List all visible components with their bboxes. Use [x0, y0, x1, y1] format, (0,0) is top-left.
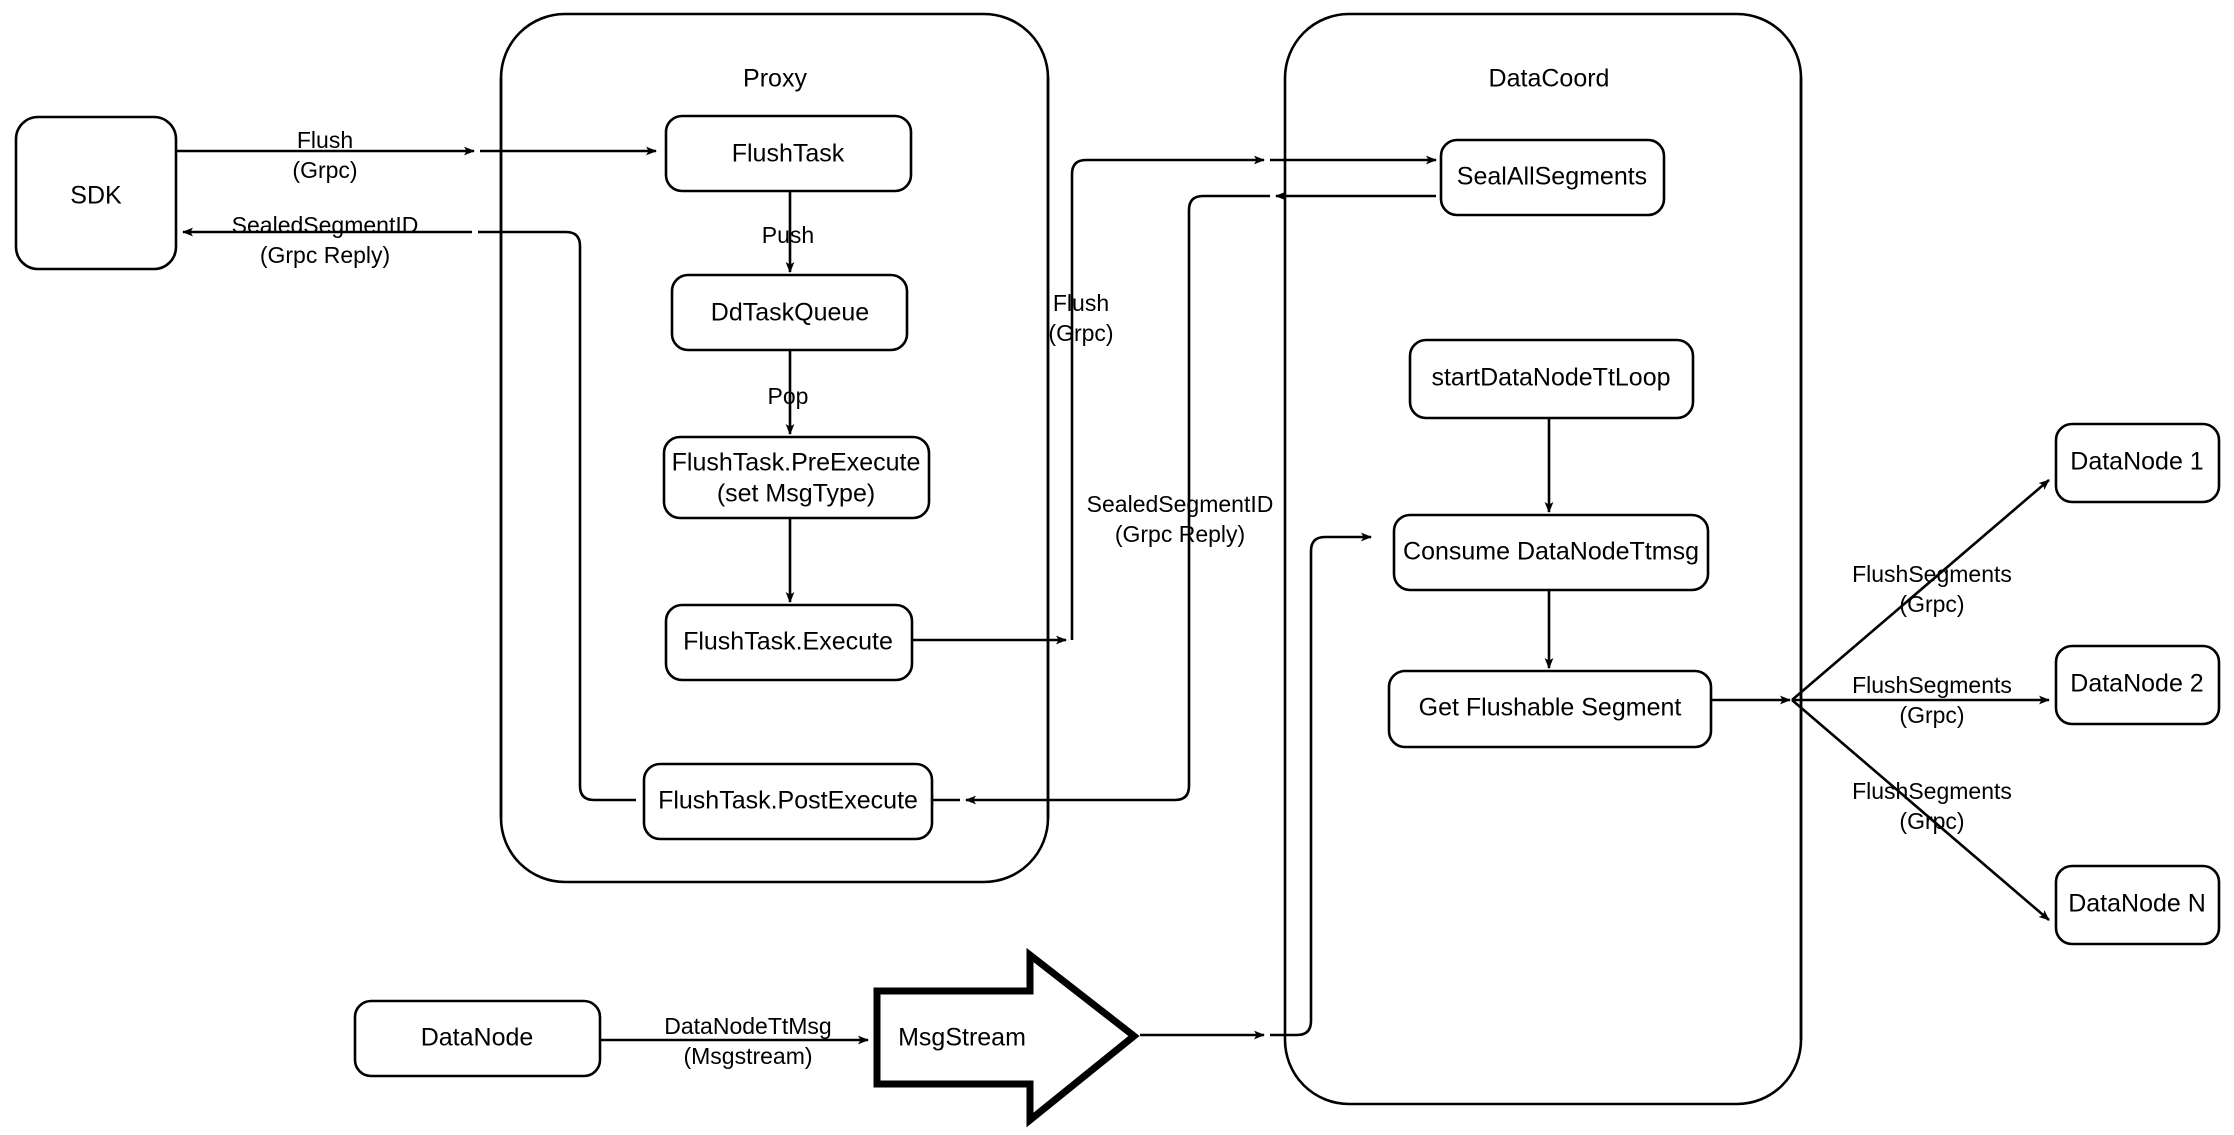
- node-seal-all-segments[interactable]: SealAllSegments: [1439, 138, 1666, 217]
- flushsegments1-label-line1: FlushSegments: [1852, 561, 2012, 587]
- node-datanode-n[interactable]: DataNode N: [2054, 864, 2221, 946]
- edge-label-proxy-to-datacoord: Flush (Grpc): [1048, 290, 1113, 346]
- node-msgstream[interactable]: MsgStream: [873, 947, 1140, 1128]
- edge-datacoord-to-proxy-reply: [965, 194, 1270, 805]
- flushsegmentsn-label-line2: (Grpc): [1899, 808, 1964, 834]
- edge-junction-to-datanoden: [1791, 699, 2050, 921]
- node-datanode-2[interactable]: DataNode 2: [2054, 644, 2221, 726]
- sdk-to-proxy-label-line2: (Grpc): [292, 157, 357, 183]
- sdk-box[interactable]: [14, 115, 178, 271]
- edge-label-flushsegments-1: FlushSegments (Grpc): [1852, 561, 2012, 617]
- node-get-flushable-segment[interactable]: Get Flushable Segment: [1387, 669, 1713, 749]
- node-consume-datanode-ttmsg[interactable]: Consume DataNodeTtmsg: [1392, 513, 1710, 592]
- sealallsegments-box[interactable]: [1439, 138, 1666, 217]
- edge-junction-to-datanode1: [1791, 479, 2050, 701]
- node-flushtask-preexecute[interactable]: FlushTask.PreExecute (set MsgType): [662, 435, 931, 520]
- proxy-container-label: Proxy: [743, 65, 807, 93]
- node-datanode-bottom[interactable]: DataNode: [353, 999, 602, 1078]
- edge-label-flushsegments-2: FlushSegments (Grpc): [1852, 672, 2012, 728]
- edge-proxy-to-datacoord-flush: [1070, 155, 1265, 640]
- postexecute-box[interactable]: [642, 762, 934, 841]
- msgstream-block-arrow-shape[interactable]: [873, 947, 1140, 1128]
- edge-label-proxy-to-sdk: SealedSegmentID (Grpc Reply): [232, 212, 419, 268]
- ddtaskqueue-box[interactable]: [670, 273, 909, 352]
- preexecute-box[interactable]: [662, 435, 931, 520]
- startdatanodettloop-label: startDataNodeTtLoop: [1431, 364, 1670, 392]
- datanode-bottom-box[interactable]: [353, 999, 602, 1078]
- edge-datacoord-msg-to-consume: [1270, 532, 1372, 1037]
- sdk-to-proxy-label-line1: Flush: [297, 127, 353, 153]
- coord-to-proxy-label-line2: (Grpc Reply): [1115, 521, 1245, 547]
- node-flush-task[interactable]: FlushTask: [664, 114, 913, 193]
- node-flushtask-postexecute[interactable]: FlushTask.PostExecute: [642, 762, 934, 841]
- preexecute-label-line2: (set MsgType): [717, 480, 875, 508]
- sealallsegments-label: SealAllSegments: [1457, 163, 1647, 191]
- sdk-label: SDK: [70, 182, 122, 210]
- node-sdk[interactable]: SDK: [14, 115, 178, 271]
- node-datanode-1[interactable]: DataNode 1: [2054, 422, 2221, 504]
- datanode1-label: DataNode 1: [2070, 448, 2203, 476]
- edge-label-sdk-to-proxy: Flush (Grpc): [292, 127, 357, 183]
- proxy-to-coord-label-line1: Flush: [1053, 290, 1109, 316]
- datanode-ttmsg-label-line1: DataNodeTtMsg: [664, 1013, 831, 1039]
- execute-box[interactable]: [664, 603, 914, 682]
- node-dd-task-queue[interactable]: DdTaskQueue: [670, 273, 909, 352]
- proxy-to-sdk-label-line2: (Grpc Reply): [260, 242, 390, 268]
- edge-label-datanode-ttmsg: DataNodeTtMsg (Msgstream): [664, 1013, 831, 1069]
- datanode2-box[interactable]: [2054, 644, 2221, 726]
- getflushablesegment-box[interactable]: [1387, 669, 1713, 749]
- edge-label-flushsegments-n: FlushSegments (Grpc): [1852, 778, 2012, 834]
- push-label: Push: [762, 222, 814, 248]
- proxy-to-coord-label-line2: (Grpc): [1048, 320, 1113, 346]
- datanode-ttmsg-label-line2: (Msgstream): [683, 1043, 812, 1069]
- pop-label: Pop: [768, 383, 809, 409]
- datanoden-box[interactable]: [2054, 864, 2221, 946]
- consumedatanodettmsg-label: Consume DataNodeTtmsg: [1403, 538, 1699, 566]
- preexecute-label-line1: FlushTask.PreExecute: [672, 449, 921, 477]
- flushsegments1-label-line2: (Grpc): [1899, 591, 1964, 617]
- flushtask-box[interactable]: [664, 114, 913, 193]
- datanode2-label: DataNode 2: [2070, 670, 2203, 698]
- flushsegmentsn-label-line1: FlushSegments: [1852, 778, 2012, 804]
- node-start-datanode-tt-loop[interactable]: startDataNodeTtLoop: [1408, 338, 1695, 420]
- flushtask-label: FlushTask: [732, 140, 845, 168]
- execute-label: FlushTask.Execute: [683, 628, 893, 656]
- getflushablesegment-label: Get Flushable Segment: [1419, 694, 1682, 722]
- datanode-bottom-label: DataNode: [421, 1024, 534, 1052]
- msgstream-label: MsgStream: [898, 1024, 1026, 1052]
- consumedatanodettmsg-box[interactable]: [1392, 513, 1710, 592]
- coord-to-proxy-label-line1: SealedSegmentID: [1087, 491, 1274, 517]
- flushsegments2-label-line2: (Grpc): [1899, 702, 1964, 728]
- flushsegments2-label-line1: FlushSegments: [1852, 672, 2012, 698]
- edge-label-datacoord-to-proxy: SealedSegmentID (Grpc Reply): [1087, 491, 1274, 547]
- node-flushtask-execute[interactable]: FlushTask.Execute: [664, 603, 914, 682]
- postexecute-label: FlushTask.PostExecute: [658, 787, 918, 815]
- datanode1-box[interactable]: [2054, 422, 2221, 504]
- datanoden-label: DataNode N: [2068, 890, 2206, 918]
- startdatanodettloop-box[interactable]: [1408, 338, 1695, 420]
- proxy-to-sdk-label-line1: SealedSegmentID: [232, 212, 419, 238]
- edge-postexecute-to-reply: [478, 230, 636, 802]
- ddtaskqueue-label: DdTaskQueue: [711, 299, 869, 327]
- datacoord-container-label: DataCoord: [1489, 65, 1610, 93]
